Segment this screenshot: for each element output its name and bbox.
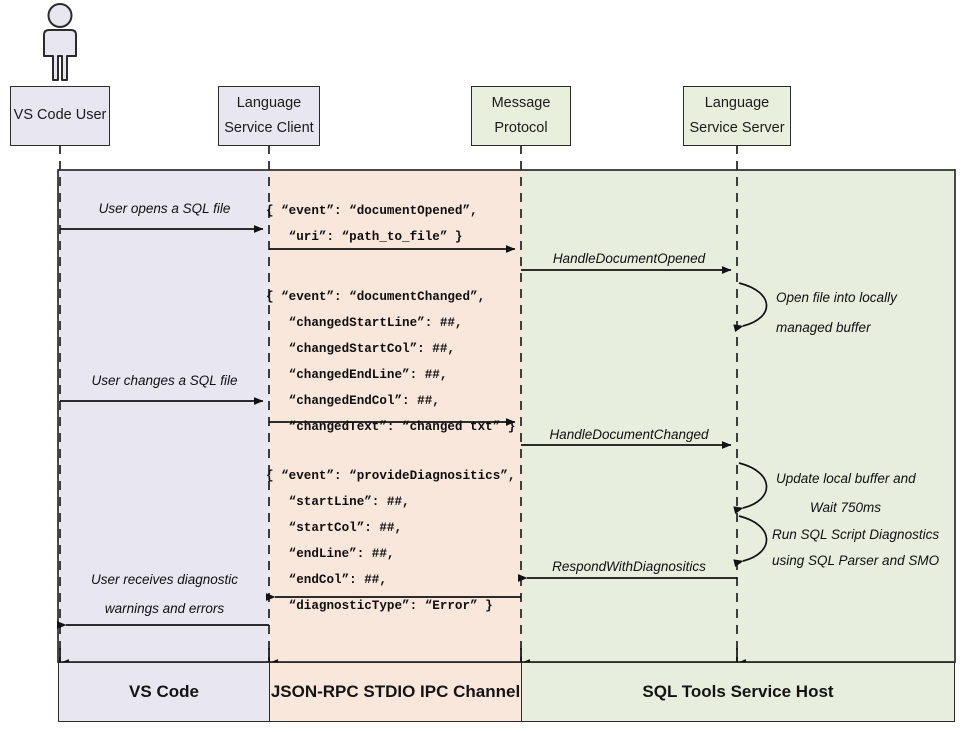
note-run-diagnostics-line1: Run SQL Script Diagnostics <box>772 527 940 542</box>
participant-message-protocol[interactable]: Message Protocol <box>471 86 571 146</box>
message-label-handle-document-opened: HandleDocumentOpened <box>552 251 706 266</box>
participant-language-service-client[interactable]: Language Service Client <box>218 86 320 146</box>
note-update-buffer-line2: Wait 750ms <box>810 500 882 515</box>
participant-vscode-user[interactable]: VS Code User <box>10 86 110 146</box>
payload-document-changed: { “event”: “documentChanged”, “changedSt… <box>266 290 516 434</box>
self-loop-update-buffer <box>733 462 768 514</box>
participant-label-line1: Message <box>491 94 551 111</box>
note-open-file-line2: managed buffer <box>776 320 871 335</box>
self-loop-run-diagnostics <box>733 515 768 567</box>
participant-label-line1: Language <box>236 94 302 111</box>
self-loop-open-file <box>733 282 768 332</box>
lane-footer-label: SQL Tools Service Host <box>642 682 834 701</box>
lifelines <box>59 145 738 662</box>
lane-footer-json-rpc-stdio-ipc-channel[interactable]: JSON-RPC STDIO IPC Channel <box>269 662 522 722</box>
payload-document-opened: { “event”: “documentOpened”, “uri”: “pat… <box>266 204 478 244</box>
message-label-user-receives-diagnostics-line1: User receives diagnostic <box>90 572 239 587</box>
self-loop-arrows <box>733 282 768 567</box>
lane-footer-sql-tools-service-host[interactable]: SQL Tools Service Host <box>521 662 955 722</box>
lane-band-host <box>521 170 955 662</box>
lane-footer-vs-code[interactable]: VS Code <box>58 662 270 722</box>
participant-language-service-server[interactable]: Language Service Server <box>683 86 791 146</box>
lane-band-vs-code <box>58 170 269 662</box>
note-run-diagnostics-line2: using SQL Parser and SMO <box>772 553 940 568</box>
participant-label: VS Code User <box>13 107 107 124</box>
lane-bands <box>57 169 956 663</box>
message-label-respond-with-diagnositics: RespondWithDiagnositics <box>552 559 706 574</box>
message-label-user-opens-file: User opens a SQL file <box>98 201 231 216</box>
person-icon <box>43 3 77 81</box>
note-update-buffer-line1: Update local buffer and <box>776 471 916 486</box>
message-label-handle-document-changed: HandleDocumentChanged <box>549 427 709 442</box>
lane-band-ipc <box>269 170 521 662</box>
terminator-arrows <box>59 648 747 667</box>
note-open-file-line1: Open file into locally <box>776 290 897 305</box>
payload-provide-diagnositics: { “event”: “provideDiagnositics”, “start… <box>266 469 516 613</box>
message-arrows <box>57 225 737 629</box>
message-label-user-changes-file: User changes a SQL file <box>91 373 238 388</box>
participant-label-line1: Language <box>704 94 770 111</box>
participant-label-line2: Protocol <box>494 120 548 136</box>
lane-footer-label: VS Code <box>129 682 199 701</box>
message-label-user-receives-diagnostics-line2: warnings and errors <box>104 601 225 616</box>
participant-label-line2: Service Server <box>689 120 785 136</box>
lane-footer-label: JSON-RPC STDIO IPC Channel <box>270 682 521 701</box>
participant-label-line2: Service Client <box>224 120 314 136</box>
